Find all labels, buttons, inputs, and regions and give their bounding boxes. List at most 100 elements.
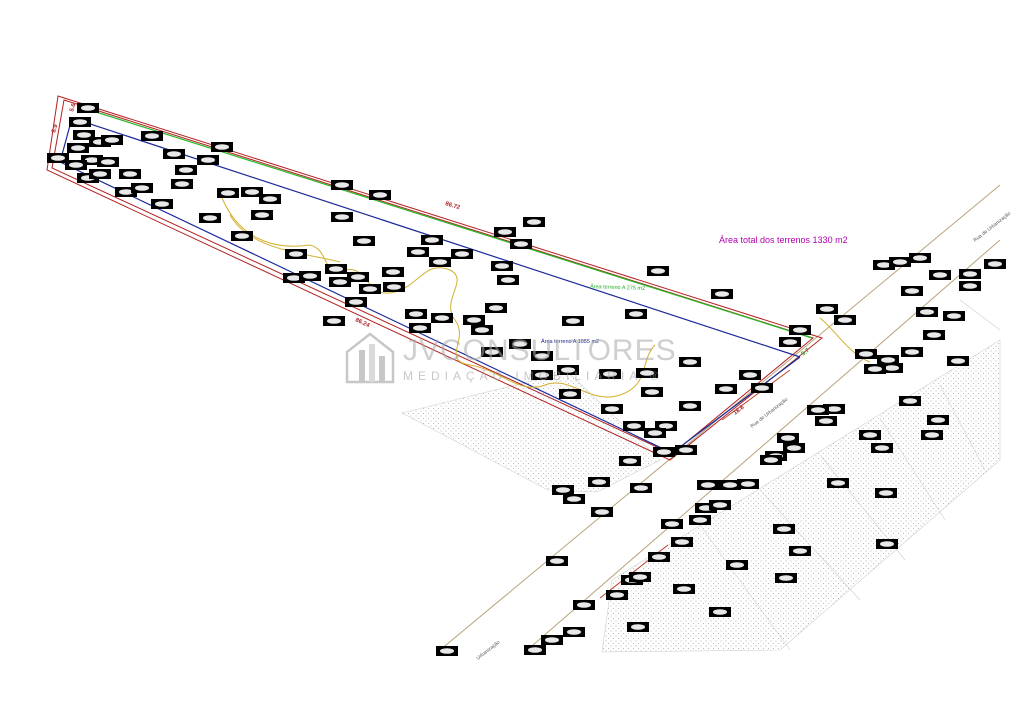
tree-symbol-icon xyxy=(421,235,443,245)
tree-symbol-icon xyxy=(984,259,1006,269)
tree-symbol-icon xyxy=(382,267,404,277)
tree-symbol-icon xyxy=(331,180,353,190)
tree-symbol-icon xyxy=(73,130,95,140)
tree-symbol-icon xyxy=(655,421,677,431)
tree-symbol-icon xyxy=(541,635,563,645)
tree-symbol-icon xyxy=(679,401,701,411)
tree-symbol-icon xyxy=(285,249,307,259)
tree-symbol-icon xyxy=(115,187,137,197)
tree-symbol-icon xyxy=(77,103,99,113)
tree-symbol-icon xyxy=(873,260,895,270)
tree-symbol-icon xyxy=(329,277,351,287)
tree-symbol-icon xyxy=(881,363,903,373)
tree-symbol-icon xyxy=(636,368,658,378)
tree-symbol-icon xyxy=(523,217,545,227)
building-logo-icon xyxy=(345,332,395,384)
contour-lines xyxy=(221,197,871,398)
tree-symbol-icon xyxy=(353,236,375,246)
tree-symbol-icon xyxy=(630,483,652,493)
tree-symbol-icon xyxy=(211,142,233,152)
tree-symbol-icon xyxy=(383,282,405,292)
tree-symbol-icon xyxy=(916,307,938,317)
tree-symbol-icon xyxy=(606,590,628,600)
tree-symbol-icon xyxy=(241,187,263,197)
tree-symbol-icon xyxy=(921,430,943,440)
tree-symbol-icon xyxy=(431,313,453,323)
terrain-b-area-label: Área terreno A 1055 m2 xyxy=(541,338,599,345)
tree-symbol-icon xyxy=(783,443,805,453)
tree-symbol-icon xyxy=(369,190,391,200)
tree-symbol-icon xyxy=(697,480,719,490)
dimension-right: 9.7 xyxy=(801,347,812,357)
tree-symbol-icon xyxy=(901,347,923,357)
tree-symbol-icon xyxy=(719,480,741,490)
tree-symbol-icon xyxy=(451,249,473,259)
tree-symbol-icon xyxy=(737,479,759,489)
tree-symbol-icon xyxy=(816,304,838,314)
tree-symbol-icon xyxy=(789,546,811,556)
tree-symbol-icon xyxy=(875,488,897,498)
tree-symbol-icon xyxy=(871,443,893,453)
tree-symbol-icon xyxy=(552,485,574,495)
tree-symbol-icon xyxy=(347,272,369,282)
tree-symbol-icon xyxy=(929,270,951,280)
tree-symbol-icon xyxy=(901,286,923,296)
tree-symbol-icon xyxy=(429,257,451,267)
tree-symbol-icon xyxy=(644,428,666,438)
tree-symbol-icon xyxy=(559,389,581,399)
tree-symbol-icon xyxy=(864,364,886,374)
tree-symbol-icon xyxy=(197,155,219,165)
tree-symbol-icon xyxy=(491,261,513,271)
tree-symbol-icon xyxy=(175,165,197,175)
tree-symbol-icon xyxy=(959,281,981,291)
tree-symbol-icon xyxy=(779,337,801,347)
tree-symbol-icon xyxy=(627,622,649,632)
tree-symbol-icon xyxy=(673,584,695,594)
tree-symbol-icon xyxy=(679,357,701,367)
tree-symbol-icon xyxy=(131,183,153,193)
tree-symbol-icon xyxy=(47,153,69,163)
tree-symbol-icon xyxy=(777,433,799,443)
tree-symbol-icon xyxy=(823,404,845,414)
tree-symbol-icon xyxy=(485,303,507,313)
tree-symbol-icon xyxy=(524,645,546,655)
tree-symbol-icon xyxy=(283,273,305,283)
tree-symbol-icon xyxy=(65,160,87,170)
tree-symbol-icon xyxy=(163,149,185,159)
tree-symbol-icon xyxy=(751,383,773,393)
tree-symbol-icon xyxy=(647,266,669,276)
tree-symbol-icon xyxy=(510,239,532,249)
tree-symbol-icon xyxy=(943,311,965,321)
tree-symbol-icon xyxy=(834,315,856,325)
tree-symbol-icon xyxy=(471,325,493,335)
tree-symbol-icon xyxy=(709,607,731,617)
tree-symbol-icon xyxy=(671,537,693,547)
tree-symbol-icon xyxy=(775,573,797,583)
tree-symbol-icon xyxy=(625,309,647,319)
tree-symbol-icon xyxy=(739,370,761,380)
tree-symbol-icon xyxy=(855,349,877,359)
tree-symbol-icon xyxy=(588,477,610,487)
tree-symbol-icon xyxy=(641,387,663,397)
tree-symbol-icon xyxy=(259,194,281,204)
tree-symbol-icon xyxy=(67,143,89,153)
tree-symbol-icon xyxy=(623,421,645,431)
tree-symbol-icon xyxy=(562,316,584,326)
watermark-subtitle: MEDIAÇÃO IMOBILIÁRIA ® xyxy=(403,369,664,383)
tree-symbol-icon xyxy=(405,309,427,319)
tree-symbol-icon xyxy=(81,155,103,165)
tree-symbol-icon xyxy=(141,131,163,141)
dimension-left-b: 5.6 xyxy=(69,102,77,112)
tree-symbol-icon xyxy=(97,157,119,167)
tree-symbol-icon xyxy=(199,213,221,223)
tree-symbol-icon xyxy=(909,253,931,263)
tree-symbol-icon xyxy=(531,351,553,361)
tree-symbol-icon xyxy=(599,369,621,379)
tree-symbol-icon xyxy=(711,289,733,299)
dimension-left-a: 8.9 xyxy=(51,123,59,133)
tree-symbol-icon xyxy=(546,556,568,566)
tree-symbol-icon xyxy=(629,572,651,582)
tree-symbol-icon xyxy=(923,330,945,340)
tree-symbol-icon xyxy=(481,347,503,357)
tree-symbol-icon xyxy=(709,500,731,510)
